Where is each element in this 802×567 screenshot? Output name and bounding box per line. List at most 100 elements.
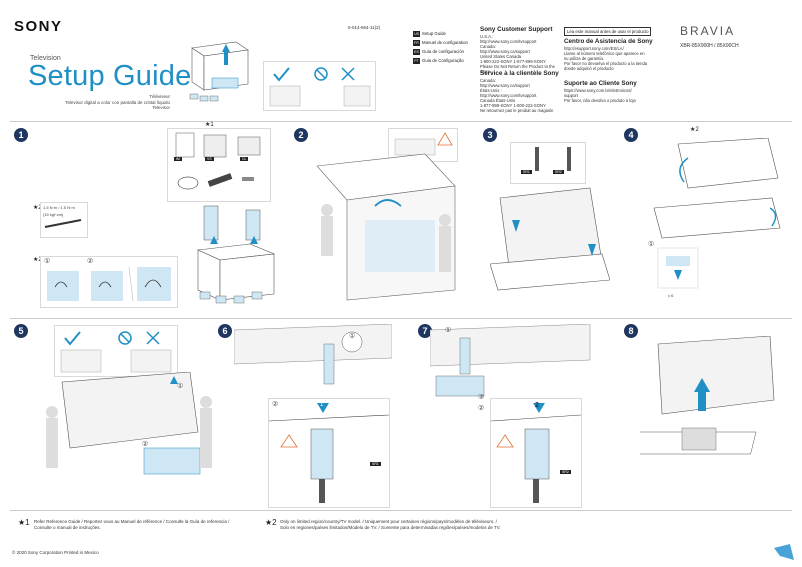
support-us-title: Sony Customer Support bbox=[480, 26, 553, 33]
sony-logo: SONY bbox=[14, 18, 63, 35]
divider bbox=[10, 510, 792, 511]
step-7-arrow-number: 2 bbox=[535, 402, 539, 409]
lang-label: Setup Guide bbox=[422, 31, 446, 36]
support-line: 1-800-222-SONY 1-877-899-SONY bbox=[480, 59, 546, 64]
box-open-illustration bbox=[190, 200, 282, 308]
support-pt-title: Suporte ao Cliente Sony bbox=[564, 80, 637, 87]
support-line: http://esupport.sony.com/ES/LA/ bbox=[564, 46, 624, 51]
subtitle: Téléviseur Televisor digital a color con… bbox=[40, 94, 170, 111]
support-ca-title: Service à la clientèle Sony bbox=[480, 70, 559, 77]
label-sr2: SR2 bbox=[553, 170, 564, 174]
step-5-badge: 5 bbox=[14, 324, 28, 338]
substep-2-step5: ② bbox=[142, 441, 149, 448]
substep-2: ② bbox=[87, 258, 94, 265]
label-im: IM bbox=[174, 157, 182, 161]
step-6-detail-panel bbox=[268, 398, 390, 508]
footnote-2: Only on limited region/country/TV model.… bbox=[280, 519, 501, 530]
substep-1: ① bbox=[44, 258, 51, 265]
label-vs: VS bbox=[205, 157, 214, 161]
lang-label: Guia de Configuração bbox=[422, 58, 464, 63]
warning-icon bbox=[437, 132, 453, 146]
star2-mark-3: ★2 bbox=[690, 127, 699, 133]
step-6-top-illustration bbox=[233, 323, 393, 398]
star1-mark: ★1 bbox=[205, 122, 214, 128]
step-2-badge: 2 bbox=[294, 128, 308, 142]
step-3-stand-panel bbox=[510, 142, 586, 184]
step-3-illustration bbox=[489, 184, 611, 294]
subtitle-pt: Televisor bbox=[152, 105, 170, 110]
step-5-illustration bbox=[40, 371, 220, 502]
step-6-arrow-number: 1 bbox=[320, 402, 324, 408]
category-label: Television bbox=[30, 55, 61, 62]
support-ca: Service à la clientèle Sony Canada: http… bbox=[480, 70, 562, 113]
warning-icon bbox=[496, 434, 514, 448]
recycle-mark-icon bbox=[772, 542, 796, 562]
substep-1-step4: ① bbox=[648, 241, 655, 248]
step-7-badge: 7 bbox=[418, 324, 432, 338]
star2-mark: ★2 bbox=[33, 205, 42, 211]
support-pt: Suporte ao Cliente Sony https://www.sony… bbox=[564, 80, 656, 103]
star2-mark-2: ★2 bbox=[33, 257, 42, 263]
quantity-label: x 6 bbox=[668, 293, 674, 298]
support-line: Canada: bbox=[480, 78, 496, 83]
support-line: http://www.sony.com/tvsupport bbox=[480, 39, 537, 44]
screwdriver-panel: 1.5 N·m / 1.5 N·m {15 kgf·cm} bbox=[40, 202, 88, 238]
step-4-illustration bbox=[648, 137, 788, 298]
support-line: http://www.sony.ca/support bbox=[480, 83, 530, 88]
step-5-do-dont-panel bbox=[54, 325, 178, 377]
substep-2-step7: ② bbox=[478, 405, 485, 412]
lang-label: Guía de configuración bbox=[422, 49, 465, 54]
support-line: support bbox=[564, 93, 578, 98]
support-line: États-Unis : bbox=[480, 88, 502, 93]
accessories-panel bbox=[167, 128, 271, 202]
support-line: Por favor no devuelva el producto a la t… bbox=[564, 61, 648, 66]
check-icon bbox=[64, 331, 81, 346]
copyright: © 2020 Sony Corporation Printed in Mexic… bbox=[12, 550, 99, 555]
label-sr2-step7: SR2 bbox=[560, 470, 571, 474]
support-line: United States Canada bbox=[480, 54, 521, 59]
support-line: donde adquirió el producto bbox=[564, 66, 614, 71]
support-line: http://www.sony.ca/support bbox=[480, 49, 530, 54]
unboxing-illustration bbox=[186, 38, 254, 108]
step-8-badge: 8 bbox=[624, 324, 638, 338]
lang-badge: FR bbox=[413, 39, 420, 46]
footnote-1: Refer Reference Guide / Reportez-vous au… bbox=[34, 519, 230, 530]
page-title: Setup Guide bbox=[28, 60, 192, 92]
step-3-badge: 3 bbox=[483, 128, 497, 142]
torque-value: 1.5 N·m / 1.5 N·m bbox=[43, 205, 75, 210]
step-2-illustration bbox=[305, 150, 465, 310]
handling-do-dont-panel bbox=[263, 61, 376, 111]
step-8-illustration bbox=[614, 335, 790, 466]
document-code: 5-014-664-11(2) bbox=[348, 25, 381, 30]
subtitle-es: Televisor digital a color con pantalla d… bbox=[65, 99, 170, 105]
substep-2-step6: ② bbox=[272, 401, 279, 408]
lang-badge: ES bbox=[413, 48, 420, 55]
lang-badge: US bbox=[413, 30, 420, 37]
divider bbox=[10, 318, 792, 319]
footnote-2-mark: ★2 bbox=[265, 518, 277, 527]
step-1-badge: 1 bbox=[14, 128, 28, 142]
lang-label: Manuel de configuration bbox=[422, 40, 468, 45]
support-line: Llame al número telefónico que aparece e… bbox=[564, 51, 645, 56]
footnote-1-mark: ★1 bbox=[18, 518, 30, 527]
substep-1-step7: ① bbox=[445, 327, 452, 334]
substep-3-step7: ③ bbox=[478, 394, 485, 401]
support-line: su póliza de garantía. bbox=[564, 56, 605, 61]
support-line: http://www.sony.com/tvsupport bbox=[480, 93, 537, 98]
step-2-warning-panel bbox=[388, 128, 458, 162]
label-cl: CL bbox=[240, 157, 249, 161]
warning-stamp: Lea este manual antes de usar el product… bbox=[564, 27, 652, 36]
substep-1-step6: ① bbox=[349, 333, 356, 340]
warning-icon bbox=[280, 434, 298, 448]
support-es-title: Centro de Asistencia de Sony bbox=[564, 38, 653, 45]
torque-value-kgf: {15 kgf·cm} bbox=[43, 212, 64, 217]
prohibited-icon bbox=[314, 67, 328, 81]
support-line: 1-877-899-SONY 1-800-222-SONY bbox=[480, 103, 546, 108]
step-7-top-illustration bbox=[429, 323, 600, 398]
substep-1-step5: ① bbox=[177, 383, 184, 390]
